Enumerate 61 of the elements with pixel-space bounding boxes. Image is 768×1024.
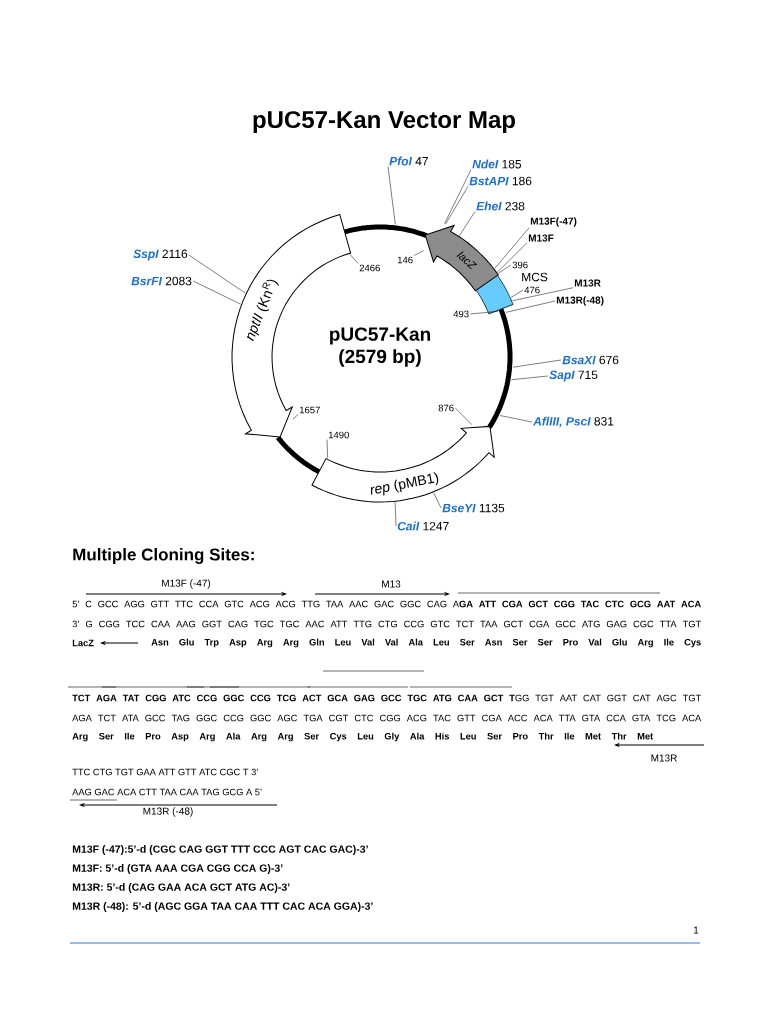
- text-label: M13R: [651, 754, 677, 762]
- primer-label: M13R(-48): [556, 296, 604, 306]
- leader-line: [444, 169, 472, 225]
- text-label: M13R: 5’-d (CAG GAA ACA GCT ATG AC)-3’: [72, 883, 290, 893]
- leader-line: [455, 407, 473, 425]
- leader-line: [510, 289, 524, 298]
- node-label: MCS: [522, 272, 548, 282]
- text-label: M13: [382, 580, 401, 588]
- leader-line: [494, 227, 530, 269]
- site-label: PfoI 47: [389, 156, 428, 166]
- site-label: EheI 238: [476, 201, 525, 211]
- sequence-text: 3’ G CGG TCC CAA AAG GGT CAG TGC TGC AAC ATT TTG CTG CCG GTC TCT TAA GCT CGA GCC ATG GAG CGC TTA TGT: [72, 620, 701, 628]
- sequence-text: TTC CTG TGT GAA ATT GTT ATC CGC T 3’: [72, 768, 258, 776]
- sequence-text: Asn Glu Trp Asp Arg Arg Gln Leu Val Val Ala Leu Ser Asn Ser Ser Pro Val Glu Arg Ile Cys: [151, 638, 701, 648]
- text-label: M13F (-47): [162, 579, 211, 589]
- site-label: BstAPI 186: [469, 176, 532, 186]
- site-label: SspI 2116: [133, 249, 188, 261]
- text-label: M13F: 5’-d (GTA AAA CGA CGG CCA G)-3’: [72, 864, 283, 874]
- sequence-text: LacZ: [72, 639, 94, 647]
- leader-line: [414, 250, 424, 256]
- leader-line: [497, 242, 528, 273]
- site-label: CaiI 1247: [397, 521, 449, 531]
- leader-line: [512, 359, 562, 368]
- site-label: NdeI 185: [472, 159, 522, 169]
- sequence-text: AAG GAC ACA CTT TAA CAA TAG GCG A 5’: [72, 788, 262, 796]
- leader-line: [394, 501, 397, 527]
- leader-line: [387, 166, 396, 225]
- leader-line: [512, 287, 574, 301]
- text-label: 1: [694, 926, 699, 934]
- site-label: AflIII, PscI 831: [532, 416, 614, 428]
- site-label: BseYI 1135: [442, 503, 505, 513]
- sequence-text: Arg Ser Ile Pro Asp Arg Ala Arg Arg Ser Cys Leu Gly Ala His Leu Ser Pro Thr Ile Met Thr Met: [72, 732, 654, 742]
- leader-line: [459, 211, 476, 236]
- leader-line: [445, 186, 469, 225]
- leader-line: [498, 264, 512, 274]
- text-label: M13R (-48): 5’-d (AGC GGA TAA CAA TTT CAC ACA GGA)-3’: [72, 902, 373, 912]
- position-number: 396: [512, 261, 528, 269]
- sequence-text: AGA TCT ATA GCC TAG GGC CCG GGC AGC TGA CGT CTC CGG ACG TAC GTT CGA ACC ACA TTA GTA CCA GTA TCG ACA: [72, 714, 702, 722]
- primer-label: M13F(-47): [530, 217, 577, 227]
- leader-line: [292, 414, 299, 420]
- leader-line: [192, 280, 241, 305]
- site-label: BsrFI 2083: [131, 276, 192, 286]
- text-label: M13R (-48): [143, 807, 193, 817]
- title: pUC57-Kan Vector Map: [253, 111, 515, 133]
- sequence-text: TCT AGA TAT CGG ATC CCG GGC CCG TCG ACT GCA GAG GCC TGC ATG CAA GCT TGG TGT AAT CAT GGT CAT AGC TGT: [72, 694, 701, 702]
- site-label: SapI 715: [549, 370, 598, 382]
- leader-line: [433, 492, 442, 509]
- leader-line: [511, 375, 549, 380]
- leader-line: [505, 300, 556, 313]
- leader-line: [470, 311, 499, 315]
- text-label: M13F (-47):5’-d (CGC CAG GGT TTT CCC AGT CAC GAC)-3’: [72, 845, 368, 855]
- primer-label: M13F: [528, 234, 554, 242]
- leader-line: [188, 254, 246, 294]
- leader-line: [326, 439, 328, 459]
- leader-line: [499, 415, 533, 423]
- primer-label: M13R: [574, 279, 601, 287]
- heading: Multiple Cloning Sites:: [73, 548, 254, 564]
- site-label: BsaXI 676: [562, 355, 619, 365]
- leader-line: [349, 254, 359, 264]
- sequence-text: 5’ C GCC AGG GTT TTC CCA GTC ACG ACG TTG TAA AAC GAC GGC CAG AGA ATT CGA GCT CGG TAC CTC GCG AAT ACA: [72, 600, 701, 608]
- position-number: 476: [524, 286, 540, 294]
